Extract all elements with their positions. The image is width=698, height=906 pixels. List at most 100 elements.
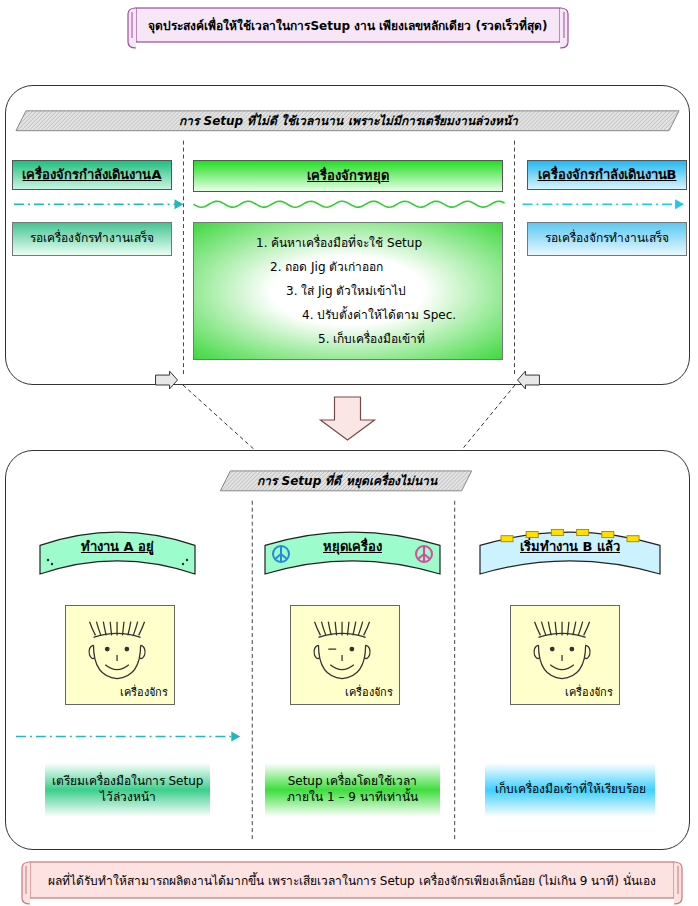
light bbox=[551, 529, 563, 535]
decor-shape bbox=[96, 622, 100, 636]
peace-symbol bbox=[273, 546, 289, 562]
decor-shape bbox=[128, 622, 131, 636]
decor-shape bbox=[570, 647, 574, 651]
node-text: เตรียมเครื่องมือในการ Setup ไว้ล่วงหน้า bbox=[51, 774, 204, 805]
node-text: หยุดเครื่อง bbox=[323, 539, 382, 556]
arrow-head bbox=[675, 199, 684, 209]
decor-shape bbox=[365, 645, 370, 658]
caption-scroll bbox=[22, 862, 682, 904]
decor-shape bbox=[318, 645, 365, 678]
setup-steps-box: 1. ค้นหาเครื่องมือที่จะใช้ Setup2. ถอด J… bbox=[193, 222, 503, 360]
node-text: รอเครื่องจักรทำงานเสร็จ bbox=[30, 231, 154, 247]
decor-shape bbox=[90, 622, 96, 636]
decor-shape bbox=[341, 655, 342, 661]
machine-state-box: เครื่องจักรหยุด bbox=[193, 160, 503, 192]
panel-heading: การ Setup ที่ดี หยุดเครื่องไม่นาน bbox=[221, 473, 473, 489]
decor-shape bbox=[105, 665, 129, 670]
setup-panel: การ Setup ที่ไม่ดี ใช้เวลานาน เพราะไม่มี… bbox=[5, 85, 690, 385]
decor-shape bbox=[364, 622, 370, 636]
title-scroll bbox=[128, 8, 568, 48]
light bbox=[577, 529, 589, 535]
node-text: เครื่องจักรกำลังเดินงานA bbox=[22, 167, 161, 184]
dot bbox=[182, 563, 184, 565]
column-divider bbox=[252, 501, 253, 839]
light bbox=[627, 536, 639, 542]
decor-shape bbox=[93, 633, 140, 637]
arch-band bbox=[480, 532, 660, 574]
decor-shape bbox=[93, 645, 140, 678]
decor-shape bbox=[550, 665, 574, 670]
node-text: เครื่องจักรกำลังเดินงานB bbox=[538, 167, 677, 184]
decor-shape bbox=[273, 546, 289, 562]
decor-shape bbox=[22, 862, 30, 904]
step-box: Setup เครื่องโดยใช้เวลา ภายใน 1 – 9 นาที… bbox=[265, 763, 440, 817]
smiley-face bbox=[314, 622, 370, 679]
decor-shape bbox=[136, 8, 560, 42]
title: จุดประสงค์เพื่อให้ใช้เวลาในการSetup งาน … bbox=[142, 8, 554, 42]
decor-shape bbox=[140, 645, 145, 658]
machine-face-box: เครื่องจักร bbox=[510, 605, 620, 705]
node-text: รอเครื่องจักรทำงานเสร็จ bbox=[545, 231, 669, 247]
waiting-box: รอเครื่องจักรทำงานเสร็จ bbox=[527, 222, 687, 256]
decor-shape bbox=[125, 647, 129, 651]
decor-shape bbox=[678, 866, 679, 894]
decor-shape bbox=[328, 648, 336, 649]
decor-shape bbox=[321, 622, 325, 636]
dot bbox=[51, 563, 53, 565]
decor-shape bbox=[535, 622, 541, 636]
step-box: เตรียมเครื่องมือในการ Setup ไว้ล่วงหน้า bbox=[45, 763, 210, 817]
decor-shape bbox=[133, 622, 137, 636]
timeline bbox=[16, 736, 231, 738]
stopped-timeline bbox=[193, 201, 504, 207]
decor-shape bbox=[116, 655, 117, 661]
decor-shape bbox=[30, 862, 674, 898]
node-text: เครื่องจักรหยุด bbox=[307, 168, 389, 185]
node-text: เก็บเครื่องมือเข้าที่ให้เรียบร้อย bbox=[495, 782, 646, 798]
machine-face-box: เครื่องจักร bbox=[290, 605, 400, 705]
decor-shape bbox=[103, 622, 106, 636]
decor-shape bbox=[418, 546, 430, 562]
decor-shape bbox=[358, 622, 362, 636]
decor-shape bbox=[560, 8, 568, 48]
caption: ผลที่ได้รับทำให้สามารถผลิตงานได้มากขึ้น … bbox=[36, 862, 668, 898]
decor-shape bbox=[561, 655, 562, 661]
column-divider bbox=[454, 501, 455, 839]
timeline bbox=[522, 203, 676, 205]
node-text: 4. ปรับตั้งค่าให้ได้ตาม Spec. bbox=[198, 303, 498, 327]
decor-shape bbox=[534, 645, 539, 658]
step-box: เก็บเครื่องมือเข้าที่ให้เรียบร้อย bbox=[485, 763, 655, 817]
light bbox=[526, 532, 538, 538]
waiting-box: รอเครื่องจักรทำงานเสร็จ bbox=[12, 222, 172, 256]
node-text: 3. ใส่ Jig ตัวใหม่เข้าไป bbox=[198, 279, 498, 303]
decor-shape bbox=[548, 622, 551, 636]
light bbox=[501, 536, 513, 542]
zoom-arrow bbox=[518, 371, 540, 389]
decor-shape bbox=[128, 8, 136, 48]
decor-shape bbox=[541, 622, 545, 636]
node-text: เครื่องจักร bbox=[120, 686, 168, 700]
machine-state-box: เครื่องจักรกำลังเดินงานA bbox=[12, 160, 172, 190]
decor-shape bbox=[674, 862, 682, 904]
decor-shape bbox=[318, 633, 365, 637]
decor-shape bbox=[350, 647, 354, 651]
smiley-face bbox=[89, 622, 145, 679]
decor-shape bbox=[105, 647, 109, 651]
dot bbox=[186, 559, 188, 561]
smiley-face bbox=[534, 622, 590, 679]
peace-symbol bbox=[416, 546, 432, 562]
decor-shape bbox=[26, 866, 27, 894]
state-banner: หยุดเครื่อง bbox=[265, 530, 440, 574]
decor-shape bbox=[328, 622, 331, 636]
decor-shape bbox=[315, 622, 321, 636]
zoom-line bbox=[183, 385, 257, 452]
state-banner: เริ่มทำงาน B แล้ว bbox=[480, 530, 660, 574]
decor-shape bbox=[573, 622, 576, 636]
decor-shape bbox=[564, 12, 565, 38]
arch-band bbox=[40, 532, 195, 574]
node-text: Setup เครื่องโดยใช้เวลา ภายใน 1 – 9 นาที… bbox=[271, 774, 434, 805]
connector-path bbox=[321, 397, 375, 440]
dot bbox=[47, 559, 49, 561]
block-arrow bbox=[321, 397, 375, 440]
column-divider bbox=[183, 141, 184, 376]
